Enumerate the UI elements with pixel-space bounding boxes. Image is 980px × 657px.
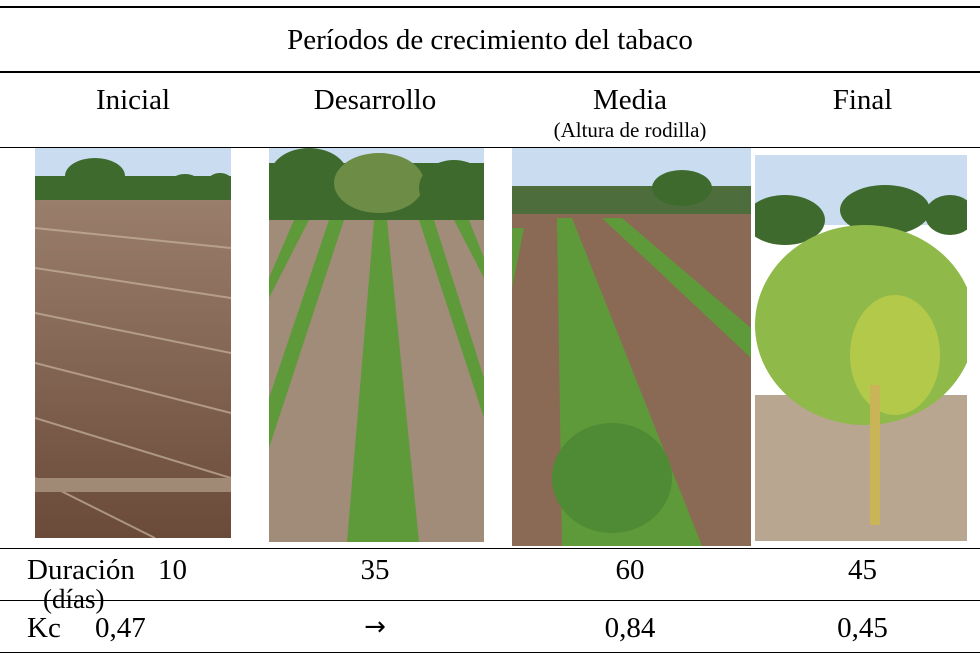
kc-value-media: 0,84 (604, 612, 656, 644)
duration-label: Duración (27, 554, 135, 586)
duration-value-media: 60 (615, 554, 645, 586)
header-rule (0, 147, 980, 148)
table-title: Períodos de crecimiento del tabaco (287, 24, 693, 56)
duration-value-final: 45 (848, 554, 877, 586)
bottom-rule (0, 652, 980, 653)
duration-rule (0, 600, 980, 601)
title-rule (0, 71, 980, 73)
photo-inicial (35, 148, 231, 538)
stage-note-media: (Altura de rodilla) (553, 118, 707, 142)
duration-unit: (días) (43, 584, 105, 614)
stage-header-desarrollo: Desarrollo (313, 84, 437, 116)
duration-value-inicial: 10 (158, 554, 187, 586)
top-rule (0, 6, 980, 8)
kc-arrow: → (364, 612, 386, 642)
photo-desarrollo (269, 148, 484, 542)
photo-media (512, 148, 751, 546)
photo-final (755, 155, 967, 541)
kc-value-inicial: 0,47 (95, 612, 146, 644)
photo-rule (0, 548, 980, 549)
duration-value-desarrollo: 35 (360, 554, 390, 586)
stage-header-media: Media (592, 84, 668, 116)
stage-header-final: Final (832, 84, 893, 116)
stage-header-inicial: Inicial (95, 84, 171, 116)
kc-value-final: 0,45 (837, 612, 888, 644)
kc-label: Kc (27, 612, 61, 644)
